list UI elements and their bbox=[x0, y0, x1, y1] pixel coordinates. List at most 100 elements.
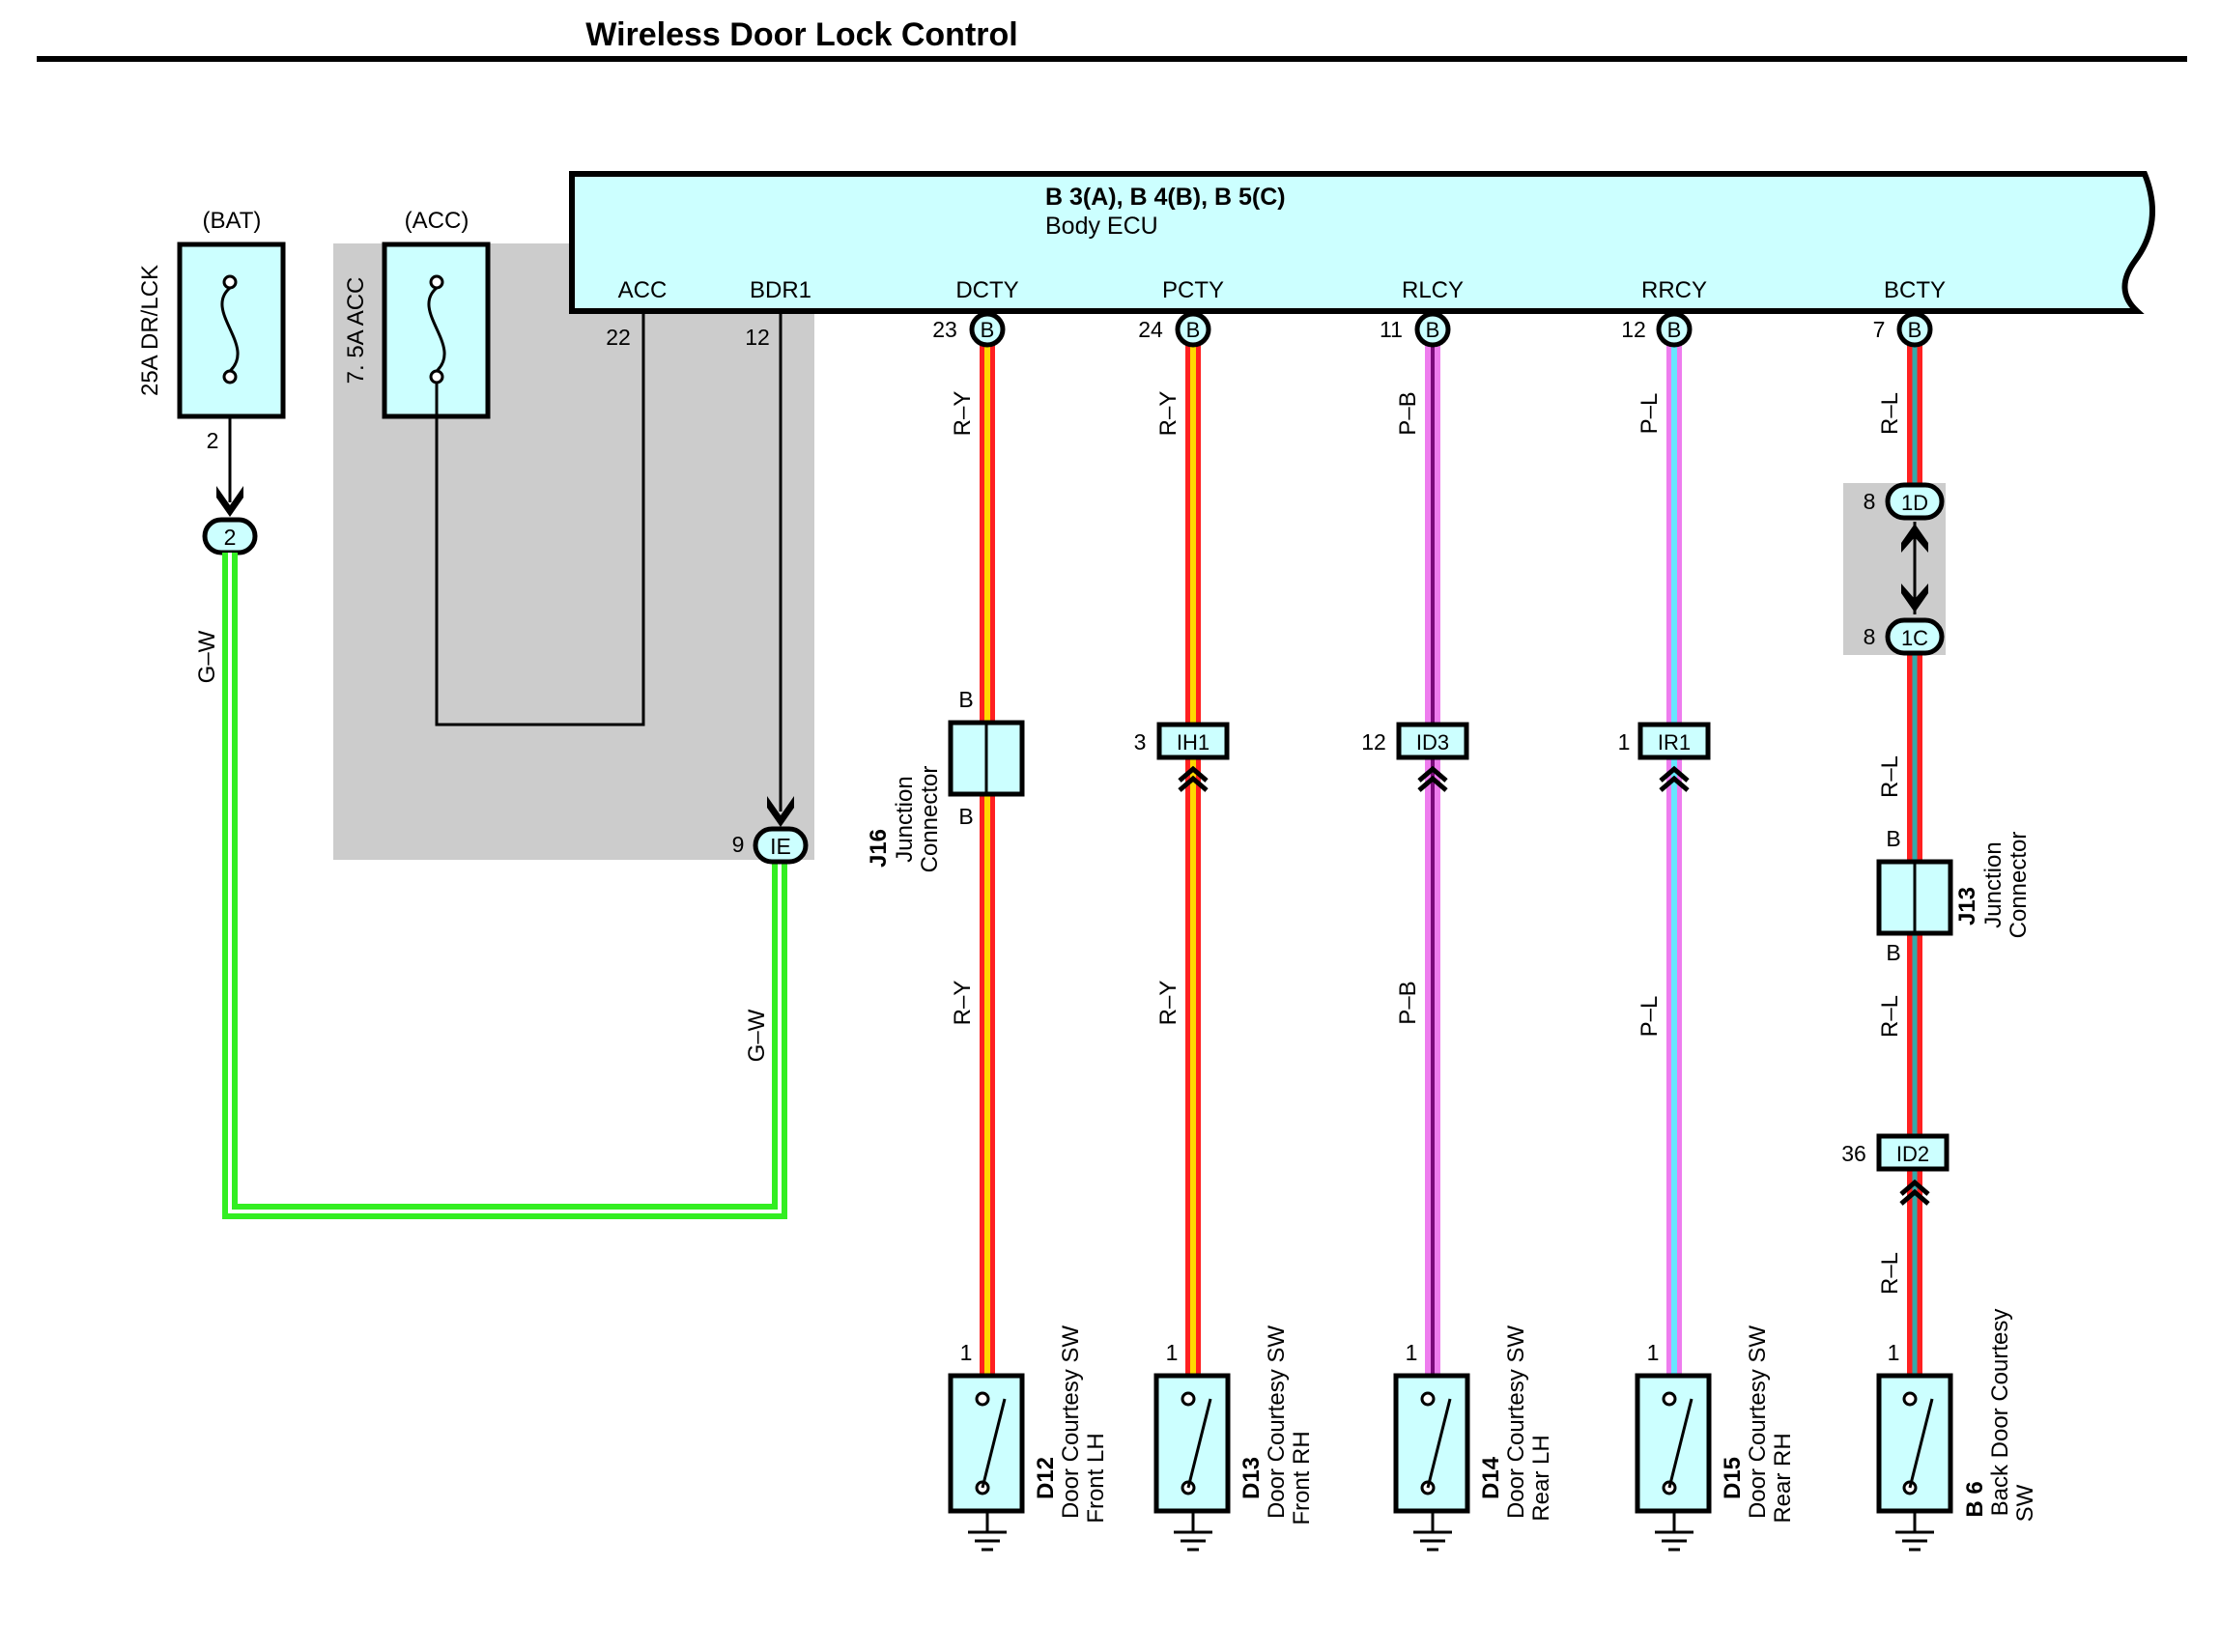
svg-text:B: B bbox=[1186, 318, 1201, 342]
svg-text:1D: 1D bbox=[1901, 491, 1928, 515]
j13-name2: Connector bbox=[2006, 832, 2032, 939]
j16-top-label: B bbox=[958, 687, 973, 712]
wire-acc bbox=[435, 314, 645, 726]
j13-name1: Junction bbox=[1980, 841, 2007, 927]
switch-d13-id: D13 bbox=[1238, 1457, 1265, 1499]
wire-label-rl-4: R–L bbox=[1877, 1252, 1903, 1295]
svg-text:ID3: ID3 bbox=[1416, 730, 1449, 755]
switch-d14-l1: Door Courtesy SW bbox=[1503, 1325, 1529, 1519]
connector-1d: 1D bbox=[1885, 482, 1945, 521]
fuse-acc-symbol bbox=[427, 286, 446, 373]
wire-label-pb-2: P–B bbox=[1395, 981, 1421, 1024]
j16-name1: Junction bbox=[892, 776, 918, 862]
ground-d13-icon bbox=[1172, 1509, 1214, 1552]
switch-b6-pin: 1 bbox=[1888, 1340, 1900, 1365]
svg-text:1C: 1C bbox=[1901, 626, 1928, 650]
connector-ih1-pin: 3 bbox=[1134, 729, 1147, 755]
j16-bottom-label: B bbox=[958, 804, 973, 829]
connector-id2: ID2 bbox=[1876, 1133, 1950, 1172]
switch-d13-l2: Front RH bbox=[1289, 1431, 1315, 1524]
bat-junction-connector: 2 bbox=[202, 517, 258, 555]
switch-d13 bbox=[1153, 1373, 1231, 1514]
wire-label-ry-1: R–Y bbox=[950, 391, 976, 437]
svg-text:B: B bbox=[1426, 318, 1440, 342]
switch-d12-id: D12 bbox=[1033, 1457, 1059, 1499]
wire-label-pl-1: P–L bbox=[1637, 393, 1663, 435]
wire-label-rl-2: R–L bbox=[1877, 755, 1903, 798]
connector-1c-pin: 8 bbox=[1864, 624, 1876, 649]
switch-d14-id: D14 bbox=[1478, 1456, 1504, 1499]
ecu-pin-num-pcty: 24 bbox=[1138, 317, 1163, 342]
ground-d14-icon bbox=[1411, 1509, 1454, 1552]
ecu-pin-rlcy: RLCY bbox=[1402, 277, 1464, 303]
fuse-acc-source: (ACC) bbox=[405, 208, 470, 234]
switch-d15 bbox=[1635, 1373, 1712, 1514]
junction-j16 bbox=[948, 720, 1025, 797]
connector-1c: 1C bbox=[1885, 617, 1945, 656]
j13-bottom-label: B bbox=[1886, 940, 1900, 965]
switch-d15-id: D15 bbox=[1720, 1457, 1746, 1499]
wire-label-pl-2: P–L bbox=[1637, 996, 1663, 1038]
switch-b6-id: B 6 bbox=[1962, 1481, 1988, 1517]
fuse-acc-label: 7. 5A ACC bbox=[343, 277, 369, 385]
switch-d15-l1: Door Courtesy SW bbox=[1745, 1325, 1771, 1519]
svg-text:IE: IE bbox=[770, 834, 791, 859]
ecu-conn-bcty: B bbox=[1896, 311, 1933, 348]
connector-ir1-pin: 1 bbox=[1618, 729, 1631, 755]
switch-b6-l1: Back Door Courtesy bbox=[1987, 1309, 2013, 1517]
ecu-pin-num-bcty: 7 bbox=[1873, 317, 1886, 342]
switch-d15-pin: 1 bbox=[1647, 1340, 1660, 1365]
ecu-pin-num-acc: 22 bbox=[606, 325, 631, 350]
ecu-conn-rrcy: B bbox=[1656, 311, 1693, 348]
ecu-pin-rrcy: RRCY bbox=[1641, 277, 1707, 303]
svg-text:IR1: IR1 bbox=[1658, 730, 1691, 755]
ecu-pin-bcty: BCTY bbox=[1884, 277, 1946, 303]
ground-d12-icon bbox=[966, 1509, 1009, 1552]
wire-gw bbox=[222, 553, 787, 1219]
switch-d14-pin: 1 bbox=[1406, 1340, 1418, 1365]
page-title: Wireless Door Lock Control bbox=[585, 16, 1017, 53]
wire-label-rl-1: R–L bbox=[1877, 392, 1903, 435]
connector-ir1: IR1 bbox=[1637, 722, 1711, 760]
ecu-conn-pcty: B bbox=[1175, 311, 1211, 348]
fuse-bat-label: 25A DR/LCK bbox=[137, 265, 163, 396]
bdr1-arrow-icon bbox=[767, 796, 794, 827]
connector-ie-pin: 9 bbox=[732, 832, 745, 857]
svg-text:2: 2 bbox=[224, 525, 237, 550]
svg-text:IH1: IH1 bbox=[1177, 730, 1210, 755]
switch-d12-l1: Door Courtesy SW bbox=[1058, 1325, 1084, 1519]
ecu-pin-pcty: PCTY bbox=[1162, 277, 1224, 303]
ecu-pin-acc: ACC bbox=[618, 277, 668, 303]
ground-d15-icon bbox=[1653, 1509, 1695, 1552]
connector-1d-pin: 8 bbox=[1864, 489, 1876, 514]
ecu-pin-num-rrcy: 12 bbox=[1621, 317, 1646, 342]
svg-text:B: B bbox=[981, 318, 995, 342]
wire-label-pb-1: P–B bbox=[1395, 391, 1421, 435]
switch-d12 bbox=[948, 1373, 1025, 1514]
switch-b6 bbox=[1876, 1373, 1953, 1514]
wire-label-gw-right: G–W bbox=[744, 1009, 770, 1062]
svg-text:B: B bbox=[1908, 318, 1922, 342]
switch-b6-l2: SW bbox=[2012, 1484, 2038, 1522]
bat-arrow-icon bbox=[216, 486, 243, 517]
connector-id3: ID3 bbox=[1396, 722, 1469, 760]
switch-d12-pin: 1 bbox=[960, 1340, 973, 1365]
fuse-bat-source: (BAT) bbox=[203, 208, 262, 234]
wire-label-ry-4: R–Y bbox=[1155, 981, 1181, 1026]
connector-id3-pin: 12 bbox=[1361, 729, 1386, 755]
switch-d12-l2: Front LH bbox=[1083, 1433, 1109, 1523]
ecu-pin-num-dcty: 23 bbox=[932, 317, 957, 342]
switch-d14-l2: Rear LH bbox=[1528, 1435, 1554, 1521]
switch-d14 bbox=[1393, 1373, 1470, 1514]
ecu-ref: B 3(A), B 4(B), B 5(C) bbox=[1045, 184, 1286, 211]
ecu-conn-rlcy: B bbox=[1414, 311, 1451, 348]
wire-label-gw-left: G–W bbox=[194, 630, 220, 683]
ecu-conn-dcty: B bbox=[969, 311, 1006, 348]
switch-d15-l2: Rear RH bbox=[1770, 1433, 1796, 1523]
ground-b6-icon bbox=[1893, 1509, 1936, 1552]
svg-text:B: B bbox=[1667, 318, 1682, 342]
switch-d13-pin: 1 bbox=[1166, 1340, 1179, 1365]
j13-id: J13 bbox=[1954, 887, 1980, 926]
body-ecu-box bbox=[569, 171, 2155, 314]
